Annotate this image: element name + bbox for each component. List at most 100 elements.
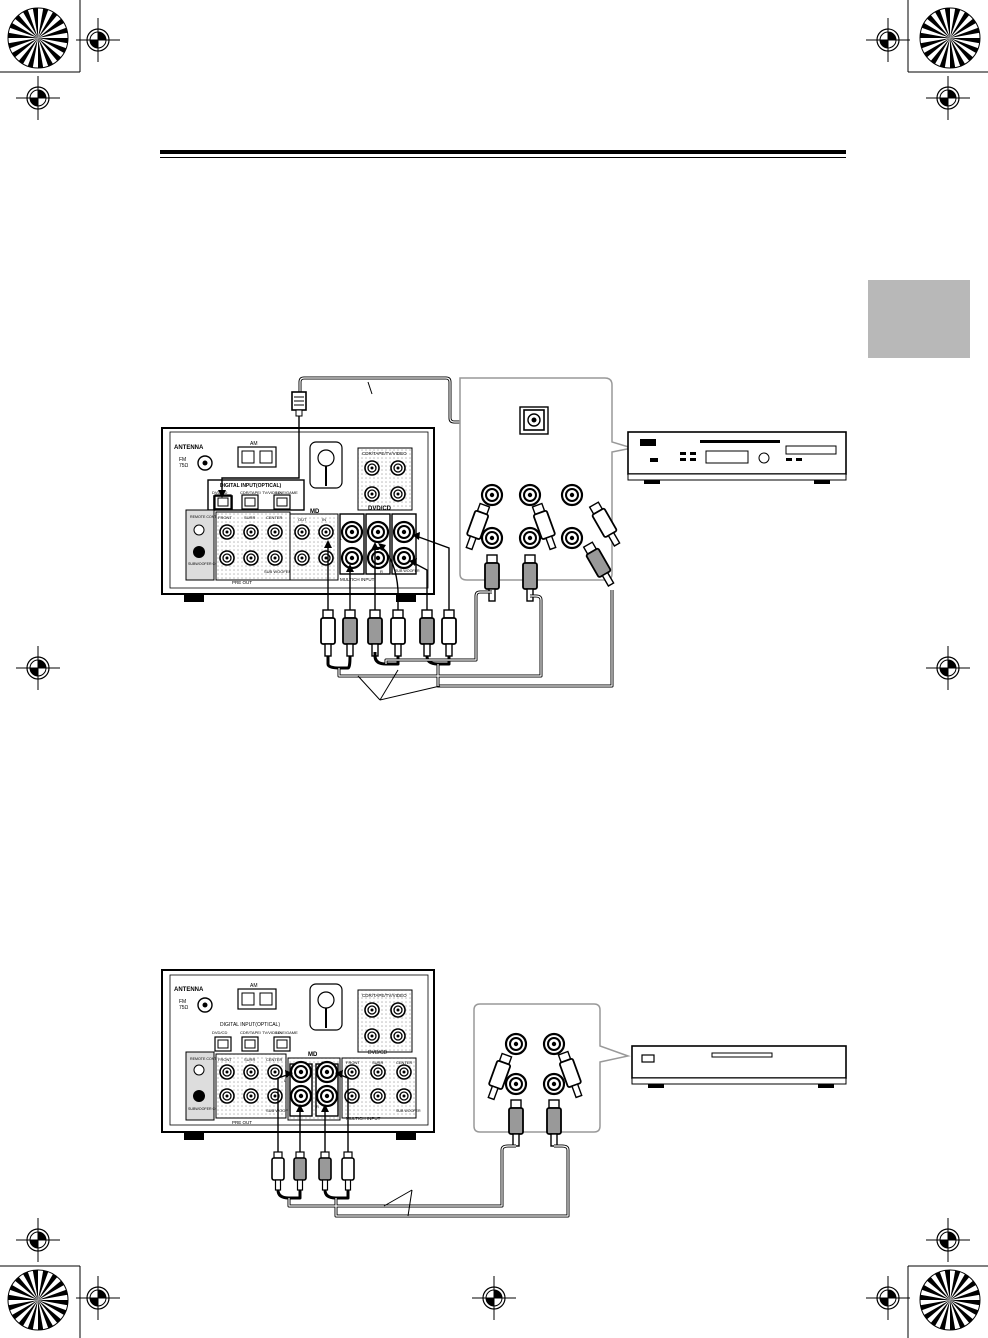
rca-jack-icon xyxy=(243,550,259,566)
rca-plug-icon xyxy=(484,554,500,602)
digital-input-label: DIGITAL INPUT(OPTICAL) xyxy=(220,483,282,489)
md-label-2: MD xyxy=(308,1052,318,1058)
subwoofer-control-label-2: SUBWOOFER CONTROL xyxy=(188,1107,230,1111)
preout-surr-label: SURR xyxy=(244,515,255,520)
rca-jack-icon xyxy=(289,1084,313,1108)
rca-jack-icon xyxy=(392,520,416,544)
rca-jack-icon xyxy=(504,1072,528,1096)
rca-plug-icon xyxy=(390,609,406,657)
optical-jack-icon xyxy=(241,1036,259,1052)
am-label: AM xyxy=(250,441,258,447)
r-label: R xyxy=(380,569,383,574)
digital-line-label: LINE/GAME xyxy=(276,490,298,495)
rca-jack-icon xyxy=(480,483,504,507)
multich-input-label-2: MULTICH INPUT xyxy=(346,1116,381,1121)
rca-jack-icon xyxy=(243,1088,259,1104)
registration-mark-icon xyxy=(865,17,911,63)
digital-dvd-label-2: DVD/CD xyxy=(212,1030,227,1035)
am-label-2: AM xyxy=(250,983,258,989)
registration-mark-icon xyxy=(925,645,971,691)
color-wheel-icon xyxy=(7,7,69,69)
mc-sub-label-2: SUB WOOFER xyxy=(396,1109,421,1113)
l-label-2: L xyxy=(284,1078,287,1083)
optical-jack-icon xyxy=(273,1036,291,1052)
optical-jack-icon xyxy=(214,1036,232,1052)
dvd-player-front xyxy=(627,431,847,484)
diagram-1: ANTENNA FM 75Ω AM DIGITAL INPUT(OPTICAL)… xyxy=(161,376,847,701)
rca-jack-icon xyxy=(364,460,380,476)
subwoofer-control-label: SUBWOOFER CONTROL xyxy=(188,562,230,566)
rca-jack-icon xyxy=(518,526,542,550)
side-tab xyxy=(868,280,970,358)
diagram-2: ANTENNA FM 75Ω AM DIGITAL INPUT(OPTICAL)… xyxy=(161,969,847,1218)
rca-plug-icon xyxy=(318,1151,332,1191)
remote-control-label: REMOTE CONTROL xyxy=(190,515,224,519)
fm-label-2: FM xyxy=(179,999,186,1005)
rca-jack-icon xyxy=(370,1064,386,1080)
multich-input-label: MULTICH INPUT xyxy=(340,577,375,582)
rca-jack-icon xyxy=(480,526,504,550)
preout-surr-label-2: SURR xyxy=(244,1057,255,1062)
registration-mark-icon xyxy=(471,1275,517,1321)
md-out-label: OUT xyxy=(298,517,307,522)
rca-jack-icon xyxy=(294,524,310,540)
rca-plug-icon xyxy=(367,609,383,657)
cdr-video-label-2: CDR/TAPE/TV/VIDEO xyxy=(362,993,407,998)
rca-plug-icon xyxy=(342,609,358,657)
rca-jack-icon xyxy=(542,1072,566,1096)
registration-mark-icon xyxy=(75,17,121,63)
dvd-callout-box xyxy=(459,377,633,581)
preout-front-label-2: FRONT xyxy=(218,1057,232,1062)
dvdcd-label: DVD/CD xyxy=(368,506,392,512)
rca-jack-icon xyxy=(560,483,584,507)
cdr-video-label: CDR/TAPE/TV/VIDEO xyxy=(362,451,407,456)
rca-jack-icon xyxy=(518,483,542,507)
digital-input-label-2: DIGITAL INPUT(OPTICAL) xyxy=(220,1022,280,1028)
rca-jack-icon xyxy=(289,1060,313,1084)
optical-cable xyxy=(298,376,486,424)
registration-mark-icon xyxy=(925,75,971,121)
rca-jack-icon xyxy=(267,524,283,540)
preout-sub-label: SUB WOOFER xyxy=(264,569,291,574)
rca-jack-icon xyxy=(560,526,584,550)
rca-jack-icon xyxy=(370,1088,386,1104)
optical-jack-icon xyxy=(214,494,232,510)
preout-center-label: CENTER xyxy=(266,515,283,520)
registration-mark-icon xyxy=(865,1275,911,1321)
color-wheels xyxy=(7,7,981,1331)
rca-plug-icon xyxy=(341,1151,355,1191)
optical-jack-icon xyxy=(241,494,259,510)
md-label: MD xyxy=(310,509,320,515)
rca-jack-icon xyxy=(504,1032,528,1056)
rca-plug-icon xyxy=(522,554,538,602)
preout-sub-label-2: SUB WOOFER xyxy=(266,1108,293,1113)
rca-plug-icon xyxy=(441,609,457,657)
preout-front-label: FRONT xyxy=(218,515,232,520)
fm-ohm-label: 75Ω xyxy=(179,463,189,469)
rca-jack-icon xyxy=(243,524,259,540)
pre-out-label-2: PRE OUT xyxy=(232,1120,252,1125)
digital-cdr-label: CDR/TAPE/ TV/VIDEO xyxy=(240,490,281,495)
rca-jack-icon xyxy=(318,550,334,566)
preout-center-label-2: CENTER xyxy=(266,1057,283,1062)
rca-jack-icon xyxy=(390,460,406,476)
rca-plug-icon xyxy=(419,609,435,657)
rca-jack-icon xyxy=(294,550,310,566)
rca-jack-icon xyxy=(364,486,380,502)
digital-line-label-2: LINE/GAME xyxy=(276,1030,298,1035)
md-in-label: IN xyxy=(322,517,326,522)
rca-jack-icon xyxy=(219,524,235,540)
fm-label: FM xyxy=(179,457,186,463)
mc-center-label-2: CENTER xyxy=(396,1060,413,1065)
registration-mark-icon xyxy=(15,1217,61,1263)
rca-jack-icon xyxy=(396,1088,412,1104)
l-label: L xyxy=(340,536,343,541)
optical-plug-icon xyxy=(291,391,307,417)
digital-cdr-label-2: CDR/TAPE/ TV/VIDEO xyxy=(240,1030,281,1035)
pre-out-label: PRE OUT xyxy=(232,580,252,585)
rca-plug-icon xyxy=(508,1099,524,1147)
color-wheel-icon xyxy=(919,7,981,69)
registration-mark-icon xyxy=(925,1217,971,1263)
r-label-2: R xyxy=(316,1104,319,1109)
